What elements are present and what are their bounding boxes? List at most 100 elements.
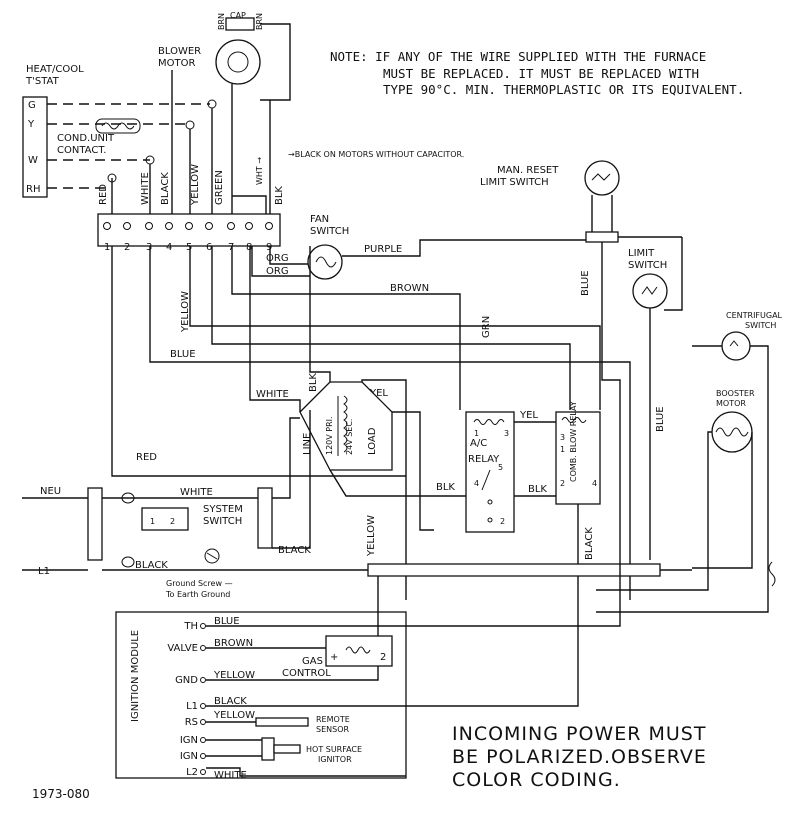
wire-yellow-top: YELLOW xyxy=(190,164,201,206)
ignition-module-title: IGNITION MODULE xyxy=(130,630,141,722)
thermostat-terminal-w: W xyxy=(28,155,38,166)
limit-switch-label-1: LIMIT xyxy=(628,248,655,259)
fan-switch-org-1: ORG xyxy=(266,253,289,264)
gas-control-body xyxy=(325,635,393,667)
blower-capacitor xyxy=(225,17,255,31)
polarization-warning: INCOMING POWER MUST BE POLARIZED.OBSERVE… xyxy=(452,723,706,791)
gas-control: + 2 GAS CONTROL xyxy=(282,635,393,679)
blue-wire-right-label: BLUE xyxy=(580,270,591,296)
brn-label-right: BRN xyxy=(255,13,264,30)
ignition-terminal-6: IGN xyxy=(180,735,198,746)
man-reset-limit-switch: MAN. RESET LIMIT SWITCH xyxy=(480,160,620,243)
l1-label: L1 xyxy=(38,566,50,577)
limit-switch-label-2: SWITCH xyxy=(628,260,667,271)
fan-switch-label-2: SWITCH xyxy=(310,226,349,237)
thermostat-subtitle: T'STAT xyxy=(25,76,60,87)
terminal-screw-7 xyxy=(227,222,235,230)
comb-relay-body xyxy=(555,411,601,505)
terminal-number-2: 2 xyxy=(124,242,130,253)
fan-switch-symbol xyxy=(307,244,343,280)
ignitor-element xyxy=(273,744,301,754)
thermostat-body xyxy=(22,96,48,198)
blower-motor-symbol xyxy=(215,39,261,85)
wire-black-top: BLACK xyxy=(160,172,171,205)
ignition-terminal-post-8 xyxy=(200,769,206,775)
blk-relay-label: BLK xyxy=(436,482,455,493)
system-switch-t2: 2 xyxy=(170,517,175,526)
terminal-number-8: 8 xyxy=(246,242,252,253)
system-switch-body xyxy=(141,507,189,531)
terminal-screw-2 xyxy=(123,222,131,230)
yellow-vertical-label: YELLOW xyxy=(366,515,377,557)
ac-relay-t3: 3 xyxy=(504,429,509,438)
yellow-wire-label: YELLOW xyxy=(180,291,191,333)
system-switch-label-2: SWITCH xyxy=(203,516,242,527)
blk-transformer-label: BLK xyxy=(308,373,319,392)
ground-label-2: To Earth Ground xyxy=(165,590,230,599)
hot-surface-ignitor: HOT SURFACE IGNITOR xyxy=(206,737,362,764)
thermostat: HEAT/COOL T'STAT G Y W RH xyxy=(22,64,210,198)
ignitor-body xyxy=(261,737,275,761)
centrifugal-switch: CENTRIFUGAL SWITCH xyxy=(596,311,783,613)
ground-screw-note: Ground Screw — To Earth Ground xyxy=(165,579,233,599)
purple-wire-label: PURPLE xyxy=(364,244,402,255)
thermostat-terminal-y: Y xyxy=(27,119,35,130)
ignition-terminal-post-4 xyxy=(200,703,206,709)
ignition-terminal-post-7 xyxy=(200,753,206,759)
white-wire-transformer-label: WHITE xyxy=(256,389,289,400)
centrifugal-label-2: SWITCH xyxy=(745,321,776,330)
wire-blk-top: BLK xyxy=(274,186,285,205)
wire-green-top: GREEN xyxy=(214,170,225,205)
terminal-screw-3 xyxy=(145,222,153,230)
note-block: NOTE: IF ANY OF THE WIRE SUPPLIED WITH T… xyxy=(330,49,744,97)
cond-unit-contact-label: CONTACT. xyxy=(57,145,106,156)
black-switch-label: BLACK xyxy=(278,545,311,556)
centrifugal-label-1: CENTRIFUGAL xyxy=(726,311,783,320)
terminal-number-5: 5 xyxy=(186,242,192,253)
ign-wire-yellow: YELLOW xyxy=(213,670,255,681)
thermostat-terminal-g: G xyxy=(28,100,36,111)
comb-relay-t2: 2 xyxy=(560,479,565,488)
remote-sensor: REMOTE SENSOR xyxy=(255,715,350,734)
note-line-3: TYPE 90°C. MIN. THERMOPLASTIC OR ITS EQU… xyxy=(383,82,744,97)
ground-label-1: Ground Screw — xyxy=(166,579,233,588)
limit-switch: LIMIT SWITCH xyxy=(628,237,683,560)
l1-connector-bar xyxy=(367,563,661,577)
neu-label: NEU xyxy=(40,486,61,497)
remote-sensor-body xyxy=(255,717,309,727)
comb-relay-t3: 3 xyxy=(560,433,565,442)
terminal-number-6: 6 xyxy=(206,242,212,253)
blk-comb-label: BLK xyxy=(528,484,547,495)
yel-transformer-label: YEL xyxy=(369,388,388,399)
ac-relay-t4: 4 xyxy=(474,479,479,488)
brn-label-left: BRN xyxy=(217,13,226,30)
note-line-1: NOTE: IF ANY OF THE WIRE SUPPLIED WITH T… xyxy=(330,49,706,64)
remote-sensor-label-1: REMOTE xyxy=(316,715,350,724)
note-line-2: MUST BE REPLACED. IT MUST BE REPLACED WI… xyxy=(383,66,699,81)
ignition-terminal-post-3 xyxy=(200,677,206,683)
transformer-sec-label: 24V SEC. xyxy=(345,419,354,455)
terminal-number-3: 3 xyxy=(146,242,152,253)
cond-unit-label: COND.UNIT xyxy=(57,133,115,144)
ign-wire-white: WHITE xyxy=(214,770,247,781)
black-l1-label: BLACK xyxy=(135,560,168,571)
ign-wire-yellow-2: YELLOW xyxy=(213,710,255,721)
blower-label-2: MOTOR xyxy=(158,58,195,69)
black-motors-note: →BLACK ON MOTORS WITHOUT CAPACITOR. xyxy=(288,150,464,159)
comb-relay-t1: 1 xyxy=(560,445,565,454)
terminal-screw-9 xyxy=(265,222,273,230)
brown-wire-label: BROWN xyxy=(390,283,429,294)
fan-switch: FAN SWITCH ORG ORG xyxy=(251,214,349,280)
ignition-terminal-3: GND xyxy=(175,675,198,686)
cond-unit-contact: COND.UNIT CONTACT. xyxy=(57,118,141,156)
blower-motor: BLOWER MOTOR CAP BRN BRN xyxy=(107,11,291,183)
ignition-terminal-2: VALVE xyxy=(167,643,198,654)
transformer-pri-label: 120V PRI. xyxy=(325,416,334,455)
man-reset-label-2: LIMIT SWITCH xyxy=(480,177,549,188)
booster-label-2: MOTOR xyxy=(716,399,746,408)
blue-wire-label: BLUE xyxy=(170,349,196,360)
terminal-number-4: 4 xyxy=(166,242,172,253)
ac-relay-t2: 2 xyxy=(500,517,505,526)
